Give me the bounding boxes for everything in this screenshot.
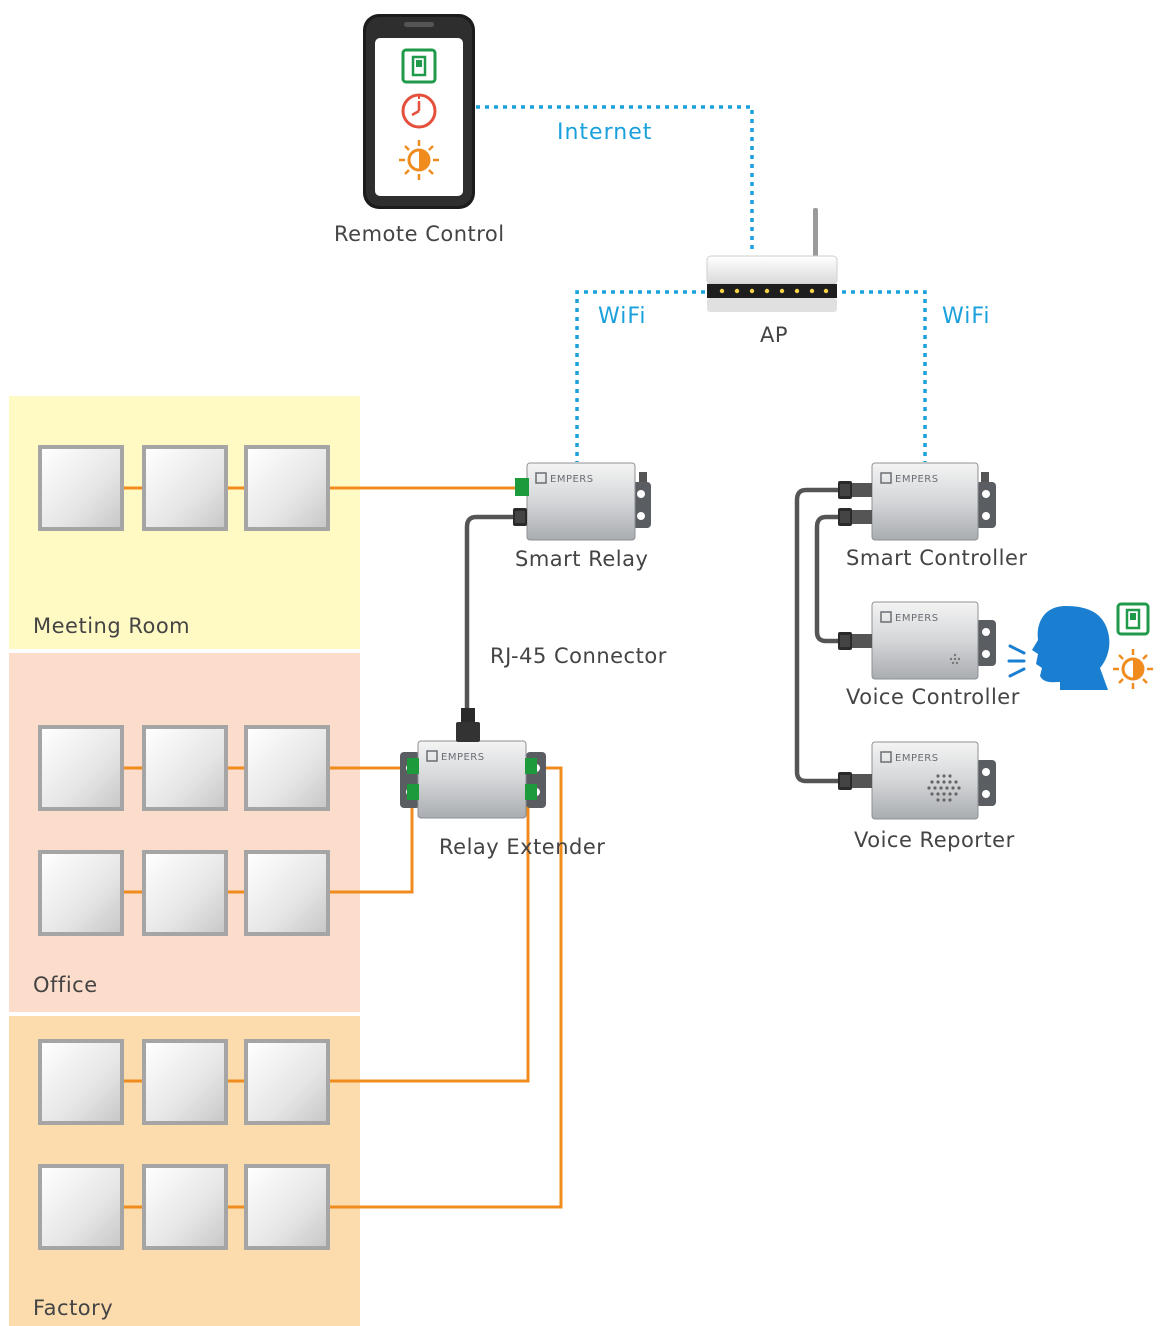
ap-label: AP: [760, 323, 789, 347]
brightness-icon: [399, 140, 439, 180]
switch-icon: [1116, 602, 1150, 636]
light-panel: [244, 445, 330, 531]
light-panel: [142, 1164, 228, 1250]
voice-controller-label: Voice Controller: [846, 685, 1020, 709]
light-panel: [244, 1039, 330, 1125]
voice-reporter-device: EMPERS: [838, 741, 996, 820]
office-panels: [38, 725, 330, 936]
router-device: [706, 208, 838, 312]
light-panel: [38, 725, 124, 811]
light-panel: [244, 850, 330, 936]
light-panel: [244, 725, 330, 811]
factory-label: Factory: [33, 1296, 114, 1320]
brand-logo: EMPERS: [895, 474, 939, 485]
wifi-right-label: WiFi: [942, 304, 991, 329]
smart-relay-label: Smart Relay: [515, 547, 649, 571]
speaker-grille: [927, 774, 961, 802]
brand-logo: EMPERS: [550, 474, 594, 485]
light-panel: [142, 1039, 228, 1125]
light-panel: [142, 445, 228, 531]
voice-controller-device: EMPERS: [838, 601, 996, 680]
brand-logo: EMPERS: [895, 613, 939, 624]
wifi-right-link: [842, 290, 927, 462]
office-label: Office: [33, 973, 98, 997]
speaking-head-icon: [1007, 606, 1110, 690]
rj45-cables: [464, 487, 841, 784]
light-panel: [244, 1164, 330, 1250]
relay-extender-device: EMPERS: [400, 708, 546, 819]
light-panel: [38, 445, 124, 531]
office-zone: Office: [9, 653, 360, 1012]
phone-device: [363, 14, 475, 209]
light-panel: [38, 850, 124, 936]
meeting-room-label: Meeting Room: [33, 614, 191, 638]
smart-relay-device: EMPERS: [513, 462, 651, 541]
voice-reporter-label: Voice Reporter: [854, 828, 1015, 852]
light-panel: [38, 1164, 124, 1250]
brand-logo: EMPERS: [895, 753, 939, 764]
internet-label: Internet: [557, 120, 653, 145]
meeting-room-panels: [38, 445, 330, 531]
rj45-connector-label: RJ-45 Connector: [490, 644, 667, 668]
internet-link: [476, 105, 754, 252]
light-panel: [38, 1039, 124, 1125]
brand-logo: EMPERS: [441, 752, 485, 763]
orange-wiring: [124, 486, 563, 1209]
smart-controller-device: EMPERS: [838, 462, 996, 541]
light-panel: [142, 725, 228, 811]
remote-control-label: Remote Control: [334, 222, 505, 246]
switch-icon: [401, 48, 437, 84]
relay-extender-label: Relay Extender: [439, 835, 606, 859]
wifi-left-link: [575, 290, 705, 462]
wifi-left-label: WiFi: [598, 304, 647, 329]
smart-controller-label: Smart Controller: [846, 546, 1028, 570]
brightness-icon: [1113, 649, 1153, 689]
clock-icon: [401, 93, 437, 129]
light-panel: [142, 850, 228, 936]
factory-panels: [38, 1039, 330, 1250]
